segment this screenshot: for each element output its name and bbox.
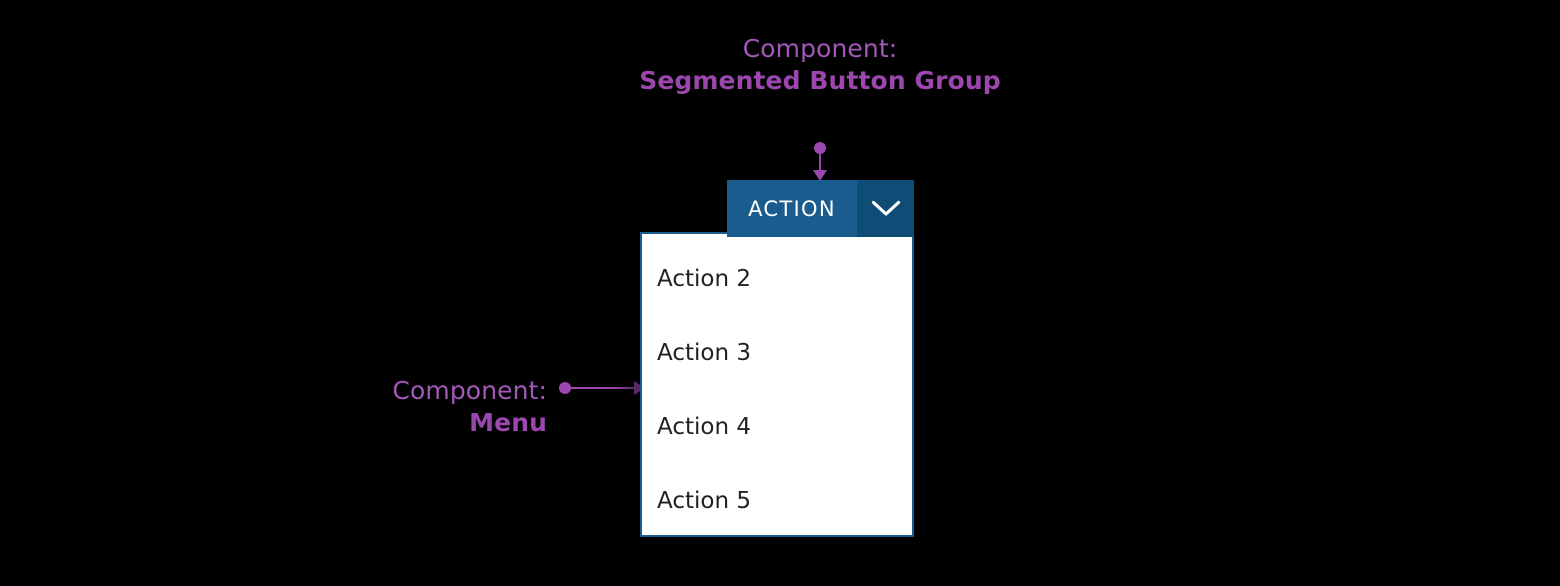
annotation-lead-label: Component:: [392, 376, 547, 405]
chevron-down-icon: [871, 199, 901, 218]
menu-item[interactable]: Action 2: [657, 266, 751, 292]
action-button[interactable]: ACTION: [727, 180, 857, 237]
menu-item[interactable]: Action 4: [657, 414, 751, 440]
annotation-segmented-button-group: Component: Segmented Button Group: [618, 33, 1022, 97]
segmented-button-group[interactable]: ACTION: [727, 180, 914, 237]
annotation-component-name: Segmented Button Group: [639, 66, 1001, 95]
menu[interactable]: Action 2 Action 3 Action 4 Action 5: [640, 232, 914, 537]
arrow-down-icon: [813, 170, 827, 181]
annotation-lead-label: Component:: [742, 34, 898, 63]
annotation-menu: Component: Menu: [247, 375, 547, 439]
annotation-component-name: Menu: [469, 408, 547, 437]
action-dropdown-toggle-button[interactable]: [857, 180, 914, 237]
connector-line: [565, 387, 641, 389]
menu-item[interactable]: Action 5: [657, 488, 751, 514]
connector-line: [819, 148, 821, 178]
menu-item[interactable]: Action 3: [657, 340, 751, 366]
